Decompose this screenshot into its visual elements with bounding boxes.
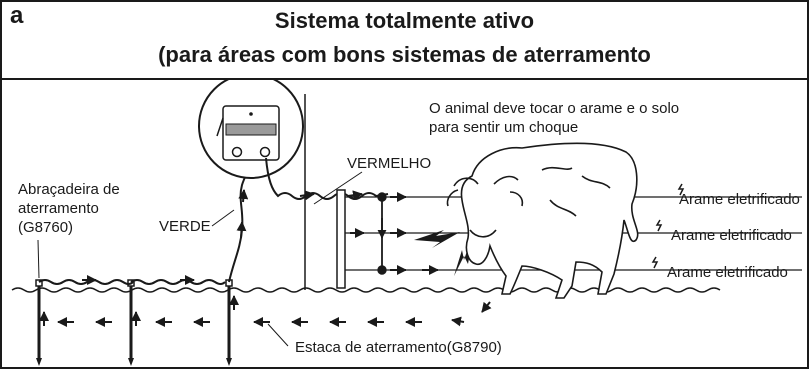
clamp-label-line-1: Abraçadeira de	[18, 181, 120, 198]
ground-line	[11, 287, 721, 293]
leader-lines	[37, 171, 363, 347]
energizer-icon	[198, 80, 304, 179]
ground-rod-2	[127, 279, 135, 366]
title-header: a Sistema totalmente ativo (para áreas c…	[2, 2, 807, 80]
red-label: VERMELHO	[347, 155, 431, 172]
cow-illustration	[446, 142, 639, 299]
fence-post	[336, 189, 346, 289]
wire-label-1: Arame eletrificado	[679, 191, 800, 208]
soil-return-arrows	[57, 301, 492, 327]
fence-lead-wire	[265, 157, 389, 201]
shock-bolt-icon	[414, 230, 474, 276]
title-line-2: (para áreas com bons sistemas de aterram…	[158, 42, 651, 67]
note-line-2: para sentir um choque	[429, 119, 578, 136]
ground-rod-1	[35, 279, 43, 366]
green-label: VERDE	[159, 218, 211, 235]
rod-current-arrows	[39, 295, 239, 326]
wire-label-3: Arame eletrificado	[667, 264, 788, 281]
clamp-label-line-2: aterramento	[18, 200, 99, 217]
clamp-label-line-3: (G8760)	[18, 219, 73, 236]
panel-letter: a	[10, 2, 24, 29]
wire-label-2: Arame eletrificado	[671, 227, 792, 244]
wire-bolt-icons	[651, 183, 685, 269]
ground-rod-3	[225, 279, 233, 366]
wire-current-arrows	[350, 192, 439, 275]
labels: O animal deve tocar o arame e o solo par…	[18, 100, 800, 356]
note-line-1: O animal deve tocar o arame e o solo	[429, 100, 679, 117]
wire-link	[377, 192, 387, 275]
electric-fence-diagram: O animal deve tocar o arame e o solo par…	[11, 80, 802, 366]
title-line-1: Sistema totalmente ativo	[274, 8, 535, 33]
stake-label: Estaca de aterramento(G8790)	[295, 339, 502, 356]
